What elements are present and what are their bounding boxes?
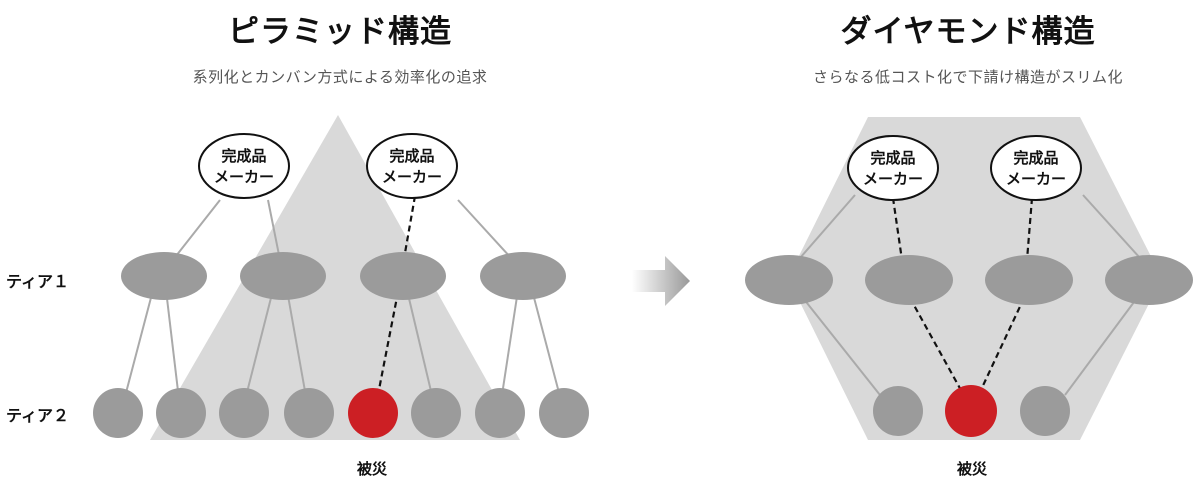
pyramid-tier1-node: [240, 252, 326, 300]
pyramid-tier2-node: [219, 388, 269, 438]
pyramid-subtitle: 系列化とカンバン方式による効率化の追求: [192, 68, 488, 86]
pyramid-tier2-node: [93, 388, 143, 438]
diamond-affected-caption: 被災: [956, 460, 987, 478]
pyramid-tier2-node: [411, 388, 461, 438]
oem-label-line1: 完成品: [389, 147, 434, 165]
pyramid-affected-node: [348, 388, 398, 438]
oem-label-line2: メーカー: [382, 168, 442, 186]
oem-label-line1: 完成品: [221, 147, 266, 165]
tier1-label: ティア１: [6, 272, 70, 291]
diamond-tier1-nodes: [745, 255, 1193, 305]
diamond-tier2-nodes: [873, 386, 1070, 436]
pyramid-tier1-nodes: [121, 252, 566, 300]
diamond-tier2-node: [873, 386, 923, 436]
transition-arrow-icon: [632, 256, 690, 306]
tier2-label: ティア２: [6, 406, 70, 425]
diamond-subtitle: さらなる低コスト化で下請け構造がスリム化: [812, 68, 1123, 86]
pyramid-oem-1: 完成品 メーカー: [198, 133, 290, 199]
diamond-tier1-node: [1105, 255, 1193, 305]
oem-label-line2: メーカー: [1006, 170, 1066, 188]
diamond-tier1-node: [745, 255, 833, 305]
pyramid-affected-caption: 被災: [356, 460, 387, 478]
pyramid-tier2-nodes: [93, 388, 589, 438]
pyramid-background-shape: [150, 115, 520, 440]
oem-label-line1: 完成品: [870, 149, 915, 167]
pyramid-tier2-node: [475, 388, 525, 438]
pyramid-tier2-node: [539, 388, 589, 438]
pyramid-tier1-node: [480, 252, 566, 300]
diamond-oem-1: 完成品 メーカー: [847, 135, 939, 201]
diamond-tier1-node: [985, 255, 1073, 305]
oem-label-line2: メーカー: [214, 168, 274, 186]
pyramid-title: ピラミッド構造: [228, 14, 452, 50]
pyramid-oem-2: 完成品 メーカー: [366, 133, 458, 199]
diamond-tier2-node: [1020, 386, 1070, 436]
diamond-title: ダイヤモンド構造: [840, 14, 1096, 50]
diamond-connection-lines: [799, 194, 1141, 396]
pyramid-tier2-node: [284, 388, 334, 438]
pyramid-tier1-node: [121, 252, 207, 300]
oem-label-line2: メーカー: [863, 170, 923, 188]
oem-label-line1: 完成品: [1013, 149, 1058, 167]
diamond-oem-2: 完成品 メーカー: [990, 135, 1082, 201]
pyramid-tier2-node: [156, 388, 206, 438]
diamond-affected-node: [945, 385, 997, 437]
diamond-tier1-node: [865, 255, 953, 305]
pyramid-tier1-node: [360, 252, 446, 300]
diamond-affected-dashed-paths: [891, 197, 1034, 393]
